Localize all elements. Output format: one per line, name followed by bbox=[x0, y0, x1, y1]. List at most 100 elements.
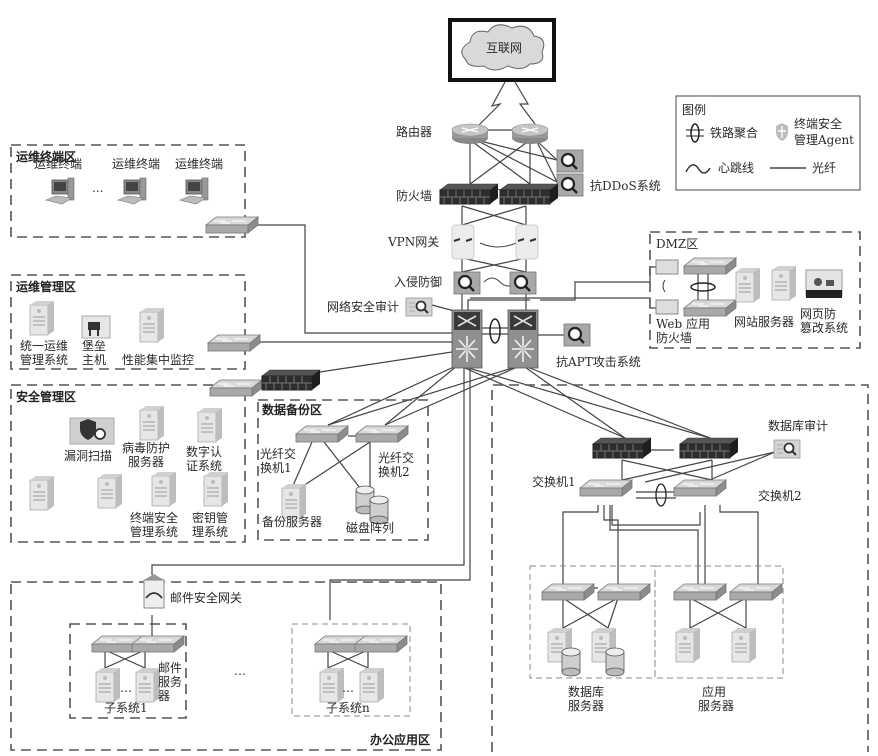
anti-ddos: 抗DDoS系统 bbox=[555, 148, 661, 198]
switch-icon bbox=[207, 334, 261, 352]
server-icon bbox=[319, 667, 345, 703]
switch-icon bbox=[729, 583, 783, 601]
terminal-label: 运维终端 bbox=[112, 156, 160, 171]
firewall-icon bbox=[499, 183, 559, 205]
zone-security-mgmt: 安全管理区 漏洞扫描 病毒防护 服务器 数字认 证系统 终端安全 管理系统 密钥… bbox=[10, 369, 321, 543]
ops-system-server-icon bbox=[29, 300, 55, 336]
vpn-label: VPN网关 bbox=[387, 235, 439, 249]
item-label: 证系统 bbox=[186, 459, 222, 473]
anti-ddos-device-icon bbox=[555, 148, 585, 174]
ellipsis: … bbox=[120, 681, 132, 695]
zone-title: 办公应用区 bbox=[370, 732, 430, 747]
mail-server-icon bbox=[135, 667, 161, 703]
anti-apt-label: 抗APT攻击系统 bbox=[556, 354, 641, 369]
mail-server-label: 器 bbox=[158, 689, 170, 703]
db-servers-label: 服务器 bbox=[568, 698, 604, 713]
vpn-gateway-icon bbox=[451, 224, 475, 260]
switch-icon bbox=[597, 583, 651, 601]
switch-icon bbox=[209, 379, 263, 397]
zone-office: 邮件安全网关 … 邮件 服务 器 子系统1 … … 子系统n 办公应用区 bbox=[10, 574, 442, 751]
item-label: 漏洞扫描 bbox=[64, 449, 112, 463]
zone-title: 运维终端区 bbox=[16, 149, 76, 164]
internet-node: 互联网 bbox=[448, 18, 556, 82]
web-server-icon bbox=[735, 267, 761, 303]
web-server-icon bbox=[771, 265, 797, 301]
item-label: 管理系统 bbox=[20, 352, 68, 367]
item-label: 管理系统 bbox=[130, 524, 178, 539]
ips-label: 入侵防御 bbox=[394, 274, 442, 289]
zone-business: 数据库审计 交换机1 交换机2 数据库 服务器 应用 服务器 bbox=[491, 384, 869, 752]
item-label: 数字认 bbox=[186, 444, 222, 459]
item-label: 主机 bbox=[82, 353, 106, 367]
legend-title: 图例 bbox=[682, 103, 706, 117]
switch-label: 光纤交 bbox=[378, 450, 414, 465]
mail-server-icon bbox=[95, 667, 121, 703]
zone-dmz: DMZ区 Web 应用 防火墙 网站服务器 网页防 篡改系统 bbox=[649, 231, 861, 349]
mail-gateway-label: 邮件安全网关 bbox=[170, 590, 242, 605]
legend-item-label: 铁路聚合 bbox=[710, 125, 758, 140]
pc-terminal-icon bbox=[45, 177, 75, 205]
db-audit-icon bbox=[773, 439, 801, 459]
internet-label: 互联网 bbox=[486, 41, 522, 55]
firewall-icon bbox=[261, 369, 321, 391]
ellipsis: … bbox=[234, 664, 246, 678]
zone-title: 运维管理区 bbox=[16, 279, 76, 294]
antivirus-server-icon bbox=[139, 405, 165, 441]
zone-ops-terminal: 运维终端区 运维终端 运维终端 运维终端 ... bbox=[10, 144, 259, 238]
key-mgmt-server-icon bbox=[203, 471, 229, 507]
switch-label: 换机1 bbox=[260, 461, 292, 475]
router-icon bbox=[511, 123, 549, 145]
item-label: 病毒防护 bbox=[122, 440, 170, 455]
zone-title: DMZ区 bbox=[656, 237, 698, 251]
subsystem-label: 子系统n bbox=[326, 701, 370, 715]
fiber-switch-icon bbox=[355, 425, 409, 443]
switch-label: 光纤交 bbox=[260, 446, 296, 461]
switch-icon bbox=[131, 635, 185, 653]
anti-ddos-label: 抗DDoS系统 bbox=[590, 178, 661, 193]
heartbeat-line-icon bbox=[685, 164, 711, 174]
switch-label: 交换机1 bbox=[532, 474, 576, 489]
ips-icon bbox=[508, 270, 538, 296]
backup-server-icon bbox=[281, 483, 307, 519]
link-aggregation-icon bbox=[686, 123, 704, 143]
server-icon bbox=[29, 475, 55, 511]
router-label: 路由器 bbox=[396, 124, 432, 139]
link-aggregation-icon bbox=[489, 318, 501, 344]
ca-server-icon bbox=[197, 407, 223, 443]
db-audit-label: 数据库审计 bbox=[768, 418, 828, 433]
switch-icon bbox=[673, 583, 727, 601]
zone-title: 安全管理区 bbox=[16, 389, 76, 404]
vulnerability-scan-icon bbox=[69, 417, 115, 445]
network-audit: 网络安全审计 bbox=[327, 297, 433, 317]
app-server-icon bbox=[731, 627, 757, 663]
item-label: 统一运维 bbox=[20, 339, 68, 353]
pc-terminal-icon bbox=[179, 177, 209, 205]
item-label: 堡垒 bbox=[82, 338, 106, 353]
app-servers-label: 应用 bbox=[702, 684, 726, 699]
core-switches bbox=[451, 309, 539, 369]
switch-icon bbox=[683, 257, 737, 275]
switch-icon bbox=[673, 479, 727, 497]
switch-icon bbox=[541, 583, 595, 601]
legend: 图例 铁路聚合 终端安全 管理Agent 心跳线 光纤 bbox=[675, 95, 861, 191]
switch-label: 交换机2 bbox=[758, 488, 802, 503]
cloud-icon bbox=[461, 24, 545, 71]
item-label: 服务器 bbox=[128, 454, 164, 469]
link-aggregation-icon bbox=[690, 282, 716, 292]
vpn-gateway-icon bbox=[515, 224, 539, 260]
vpn-gateways: VPN网关 bbox=[387, 224, 539, 260]
terminal-label: 运维终端 bbox=[175, 156, 223, 171]
switch-icon bbox=[683, 299, 737, 317]
legend-item-label: 终端安全 bbox=[794, 116, 842, 131]
pc-terminal-icon bbox=[117, 177, 147, 205]
db-disk-icon bbox=[561, 647, 581, 677]
waf-label: 防火墙 bbox=[656, 330, 692, 345]
web-server-label: 网站服务器 bbox=[734, 314, 794, 329]
mail-server-label: 邮件 bbox=[158, 661, 182, 675]
firewall-icon bbox=[679, 437, 739, 459]
switch-icon bbox=[354, 635, 408, 653]
server-icon bbox=[359, 667, 385, 703]
endpoint-agent-icon bbox=[776, 123, 788, 141]
waf-label: Web 应用 bbox=[656, 316, 710, 331]
